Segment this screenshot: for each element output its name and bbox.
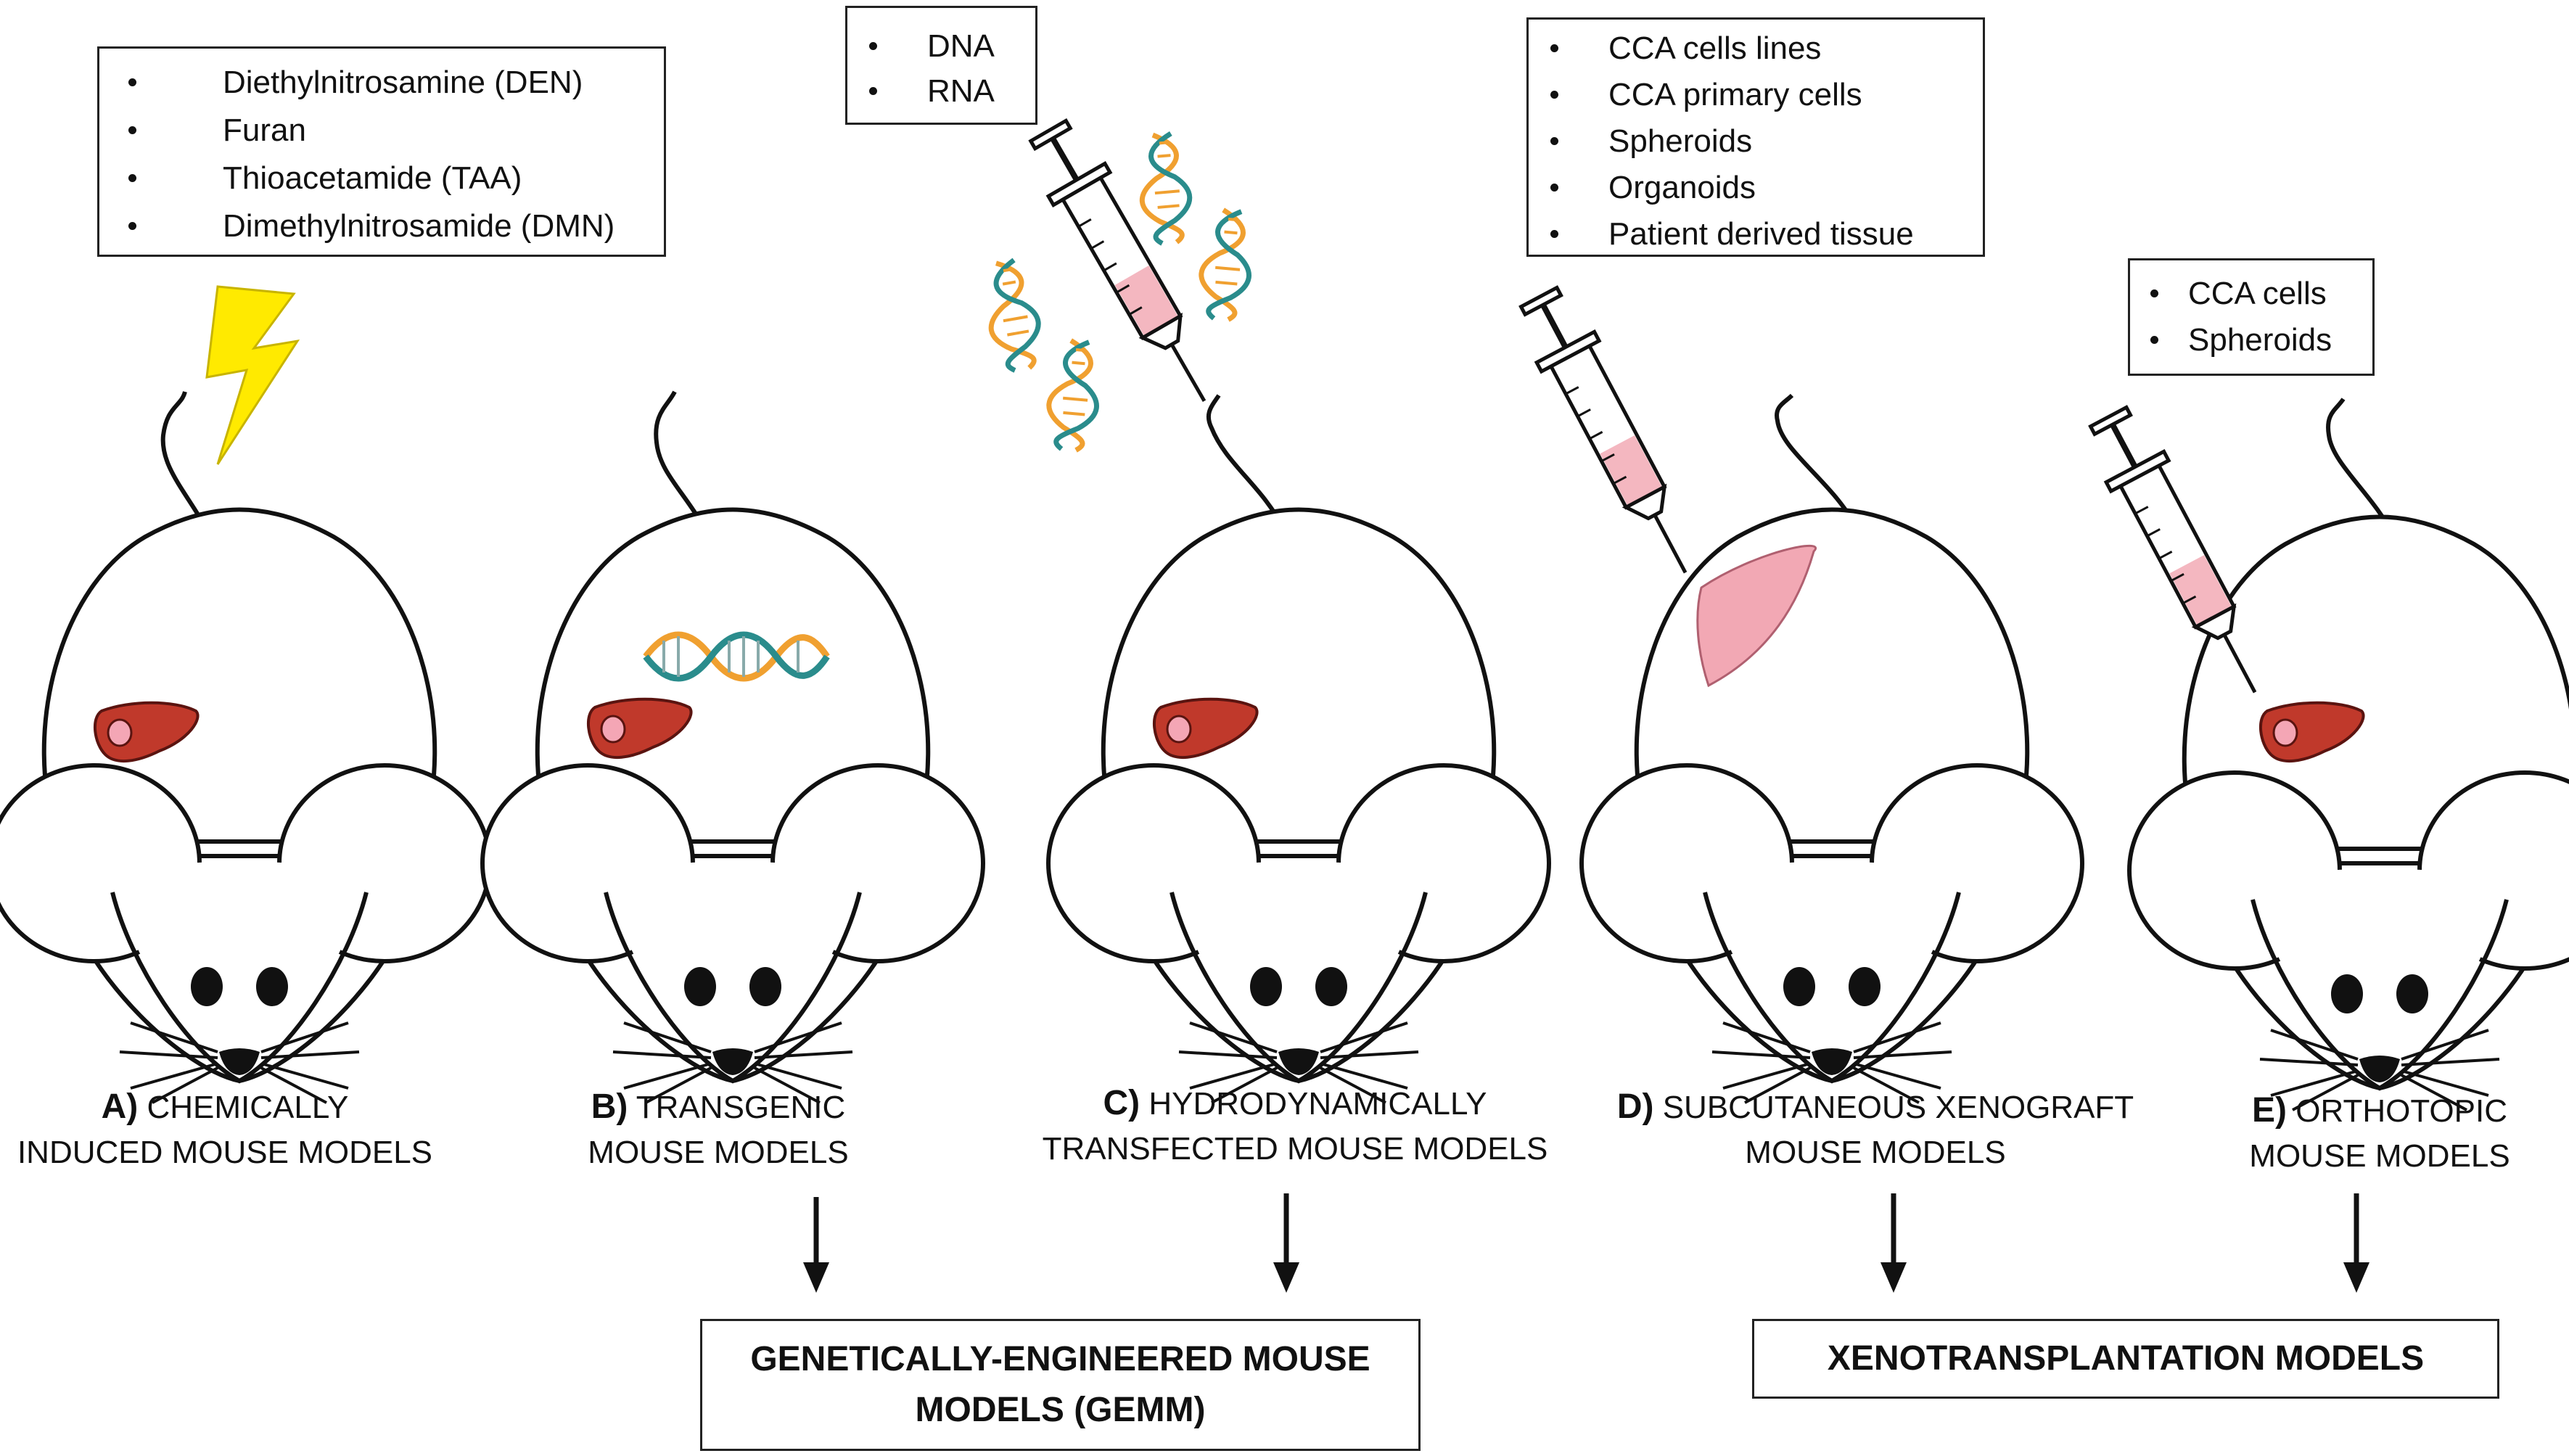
chemicals-item: Thioacetamide (TAA) — [99, 155, 664, 202]
label-letter-d: D) — [1616, 1087, 1654, 1126]
label-model-a: A) CHEMICALLY INDUCED MOUSE MODELS — [17, 1087, 433, 1170]
gemm-group-box: GENETICALLY-ENGINEERED MOUSE MODELS (GEM… — [700, 1319, 1421, 1451]
nucleic-item: RNA — [847, 69, 1035, 114]
dna-icon-1 — [980, 258, 1046, 373]
chemicals-item: Diethylnitrosamine (DEN) — [99, 59, 664, 107]
dna-icon-2 — [1045, 339, 1102, 451]
label-model-d: D) SUBCUTANEOUS XENOGRAFT MOUSE MODELS — [1616, 1087, 2134, 1170]
subcutaneous-item: Spheroids — [1529, 118, 1983, 165]
label-letter-b: B) — [591, 1087, 628, 1126]
subcutaneous-item: CCA primary cells — [1529, 72, 1983, 118]
label-letter-e: E) — [2252, 1091, 2287, 1130]
label-model-b: B) TRANSGENIC MOUSE MODELS — [588, 1087, 849, 1170]
mouse-b — [482, 390, 983, 1103]
orthotopic-item: CCA cells — [2130, 271, 2372, 317]
syringe-icon-c — [1020, 115, 1233, 417]
orthotopic-item: Spheroids — [2130, 317, 2372, 363]
subcutaneous-item: Organoids — [1529, 165, 1983, 211]
mouse-a — [0, 285, 490, 1103]
label-model-e: E) ORTHOTOPIC MOUSE MODELS — [2249, 1091, 2510, 1174]
subcutaneous-item: Patient derived tissue — [1529, 211, 1983, 258]
dna-icon-4 — [1198, 208, 1254, 321]
syringe-icon-d — [1510, 282, 1714, 588]
subcutaneous-item: CCA cells lines — [1529, 25, 1983, 72]
nucleic-item: DNA — [847, 24, 1035, 69]
mouse-d — [1510, 282, 2082, 1103]
lightning-icon — [205, 285, 300, 465]
label-letter-c: C) — [1103, 1084, 1140, 1122]
dna-icon-3 — [1137, 132, 1193, 244]
label-model-c: C) HYDRODYNAMICALLY TRANSFECTED MOUSE MO… — [1042, 1084, 1548, 1167]
chemicals-item: Furan — [99, 107, 664, 155]
mouse-c — [980, 115, 1549, 1103]
arrows — [803, 1193, 2369, 1293]
xenograft-tumor — [1696, 544, 1817, 688]
xenotransplantation-group-box: XENOTRANSPLANTATION MODELS — [1752, 1319, 2499, 1399]
mouse-e — [2079, 398, 2569, 1110]
dna-helix-icon — [643, 631, 830, 682]
chemicals-item: Dimethylnitrosamide (DMN) — [99, 202, 664, 250]
label-letter-a: A) — [101, 1087, 139, 1126]
